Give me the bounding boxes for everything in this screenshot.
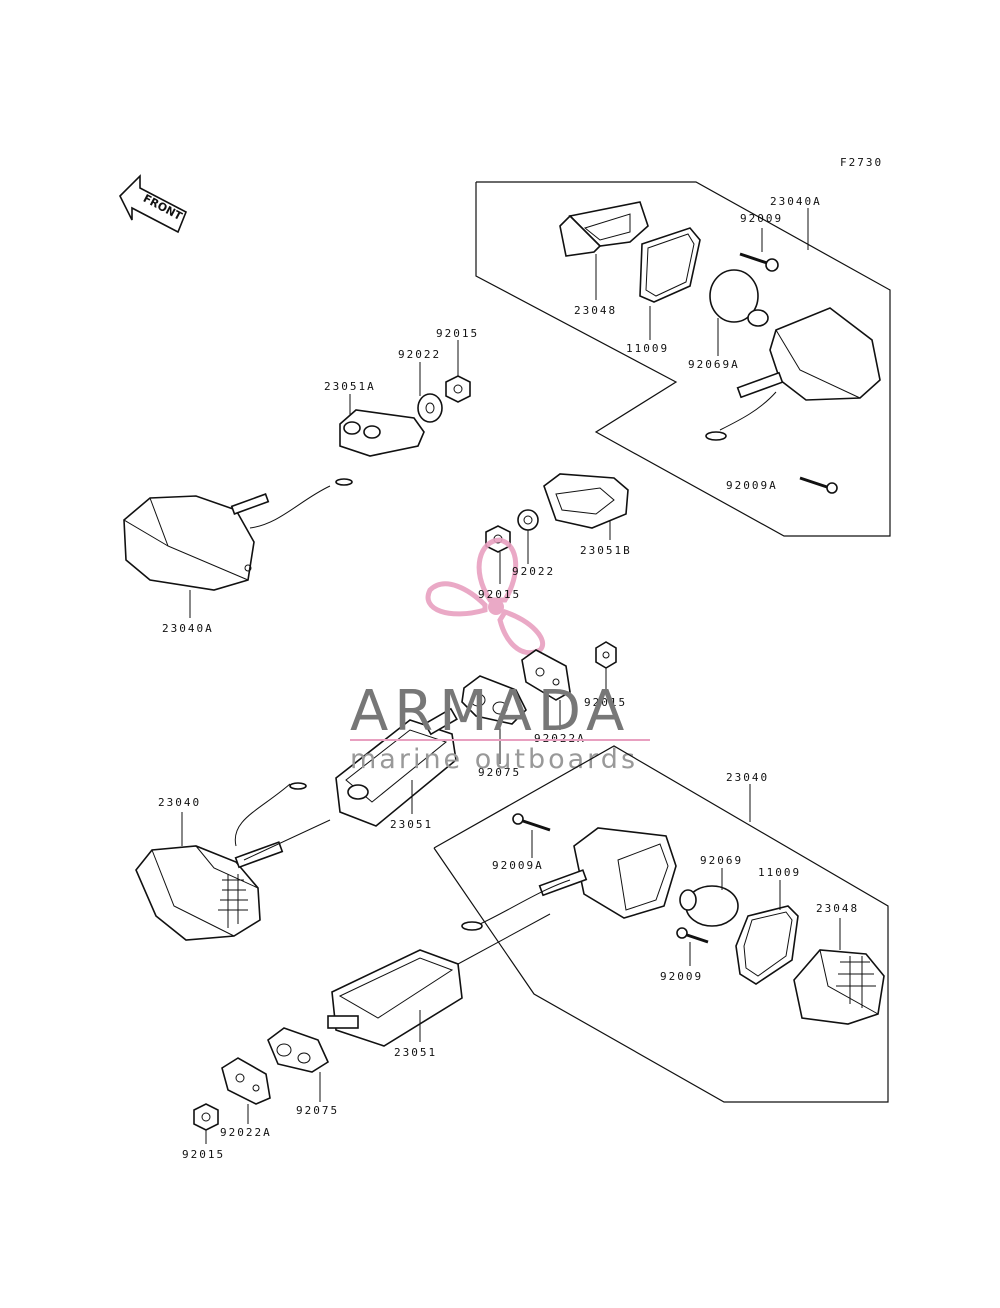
- callout-23040A-top: 23040A: [770, 195, 822, 208]
- screw-92009-top: [739, 252, 779, 272]
- callout-92022-b: 92022: [512, 565, 555, 578]
- callout-92009A-bottom: 92009A: [492, 859, 544, 872]
- watermark-logo-icon: [425, 537, 545, 656]
- callout-23048-bottom: 23048: [816, 902, 859, 915]
- callout-92075-b: 92075: [296, 1104, 339, 1117]
- bracket-23051-a: [335, 707, 458, 827]
- bulb-92069: [679, 885, 739, 927]
- screw-92009A-bottom: [512, 813, 551, 832]
- callout-92015-a: 92015: [436, 327, 479, 340]
- nut-92015-c: [595, 641, 617, 669]
- lower-assembly-box: [433, 745, 889, 1103]
- callout-92015-d: 92015: [182, 1148, 225, 1161]
- screw-92009-bottom: [676, 927, 709, 944]
- callout-92009A-top: 92009A: [726, 479, 778, 492]
- callout-92009-top: 92009: [740, 212, 783, 225]
- gasket-11009-bottom: [735, 905, 799, 985]
- grommet-23051B: [543, 473, 629, 529]
- upper-assembly-box: [475, 181, 891, 537]
- callout-23048-top: 23048: [574, 304, 617, 317]
- callout-23040-right: 23040: [726, 771, 769, 784]
- nut-92015-d: [193, 1103, 219, 1131]
- callout-92015-b: 92015: [478, 588, 521, 601]
- watermark-tagline: marine outboards: [350, 744, 638, 775]
- washer-92022-b: [517, 509, 539, 531]
- turn-signal-housing-23040-left: [135, 782, 307, 941]
- callout-23051A: 23051A: [324, 380, 376, 393]
- callout-92069: 92069: [700, 854, 743, 867]
- grommet-92075-a: [461, 675, 527, 725]
- callout-92022A-b: 92022A: [220, 1126, 272, 1139]
- callout-23051-b: 23051: [394, 1046, 437, 1059]
- turn-signal-housing-23040-right: [461, 827, 677, 931]
- lens-23048-top: [559, 201, 649, 257]
- grommet-92075-b: [267, 1027, 330, 1073]
- callout-23051-a: 23051: [390, 818, 433, 831]
- grommet-23051A: [339, 409, 425, 457]
- callout-92009-bottom: 92009: [660, 970, 703, 983]
- plate-92022A-a: [521, 649, 571, 701]
- figure-code: F2730: [840, 156, 883, 169]
- callout-92069A: 92069A: [688, 358, 740, 371]
- front-arrow-icon: FRONT: [119, 174, 188, 234]
- plate-92022A-b: [221, 1057, 271, 1105]
- callout-23040-left: 23040: [158, 796, 201, 809]
- callout-23040A-left: 23040A: [162, 622, 214, 635]
- nut-92015-a: [445, 375, 471, 403]
- callout-11009-top: 11009: [626, 342, 669, 355]
- bulb-92069A: [709, 269, 769, 327]
- callout-11009-bottom: 11009: [758, 866, 801, 879]
- turn-signal-housing-23040A-top: [705, 307, 881, 441]
- lens-23048-bottom: [793, 949, 885, 1025]
- turn-signal-housing-23040A-left: [123, 478, 353, 591]
- screw-92009A-top: [799, 476, 838, 494]
- callout-23051B: 23051B: [580, 544, 632, 557]
- bracket-23051-b: [327, 949, 463, 1047]
- callout-92022A-a: 92022A: [534, 732, 586, 745]
- washer-92022-a: [417, 393, 443, 423]
- gasket-11009-top: [639, 227, 701, 303]
- callout-92022-a: 92022: [398, 348, 441, 361]
- callout-92075-a: 92075: [478, 766, 521, 779]
- watermark-brand: ARMADA: [350, 679, 630, 744]
- callout-92015-c: 92015: [584, 696, 627, 709]
